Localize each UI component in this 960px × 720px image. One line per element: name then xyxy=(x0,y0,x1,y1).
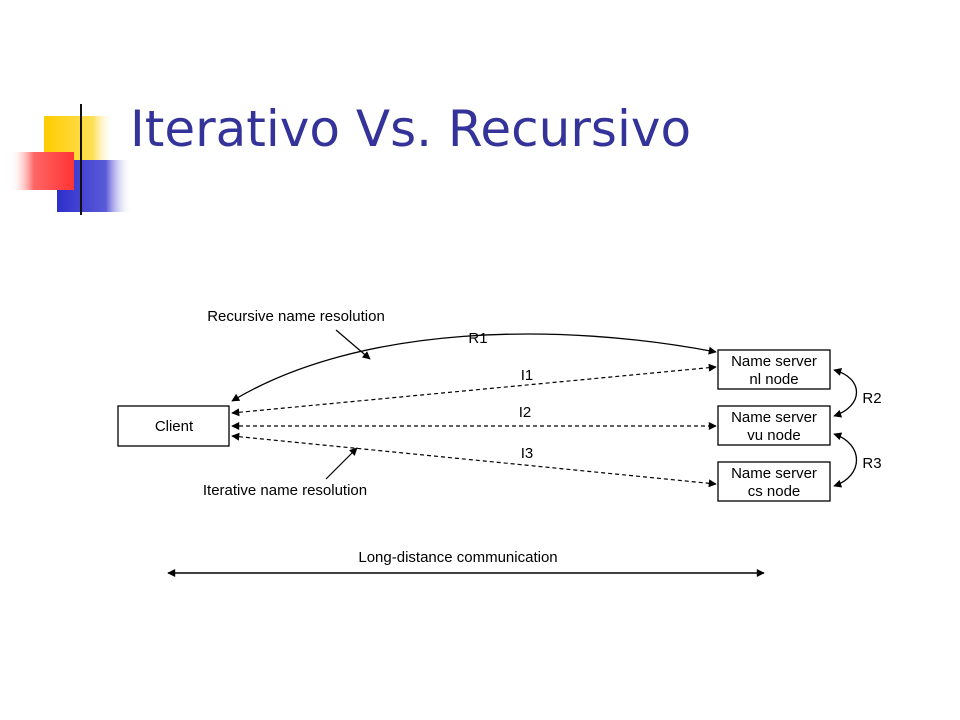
server-vu-node: Name server vu node xyxy=(717,405,831,446)
edge-r1-label: R1 xyxy=(468,330,487,347)
long-distance-annotation: Long-distance communication xyxy=(358,549,557,566)
edge-r3-recursive xyxy=(833,432,858,488)
iterative-annotation: Iterative name resolution xyxy=(203,482,367,499)
server-vu-line1: Name server xyxy=(731,409,817,426)
edge-r3-label: R3 xyxy=(862,455,881,472)
title-decoration xyxy=(12,104,870,215)
edge-i2-label: I2 xyxy=(519,404,532,421)
edge-i3-iterative xyxy=(231,432,717,488)
recursive-pointer xyxy=(335,329,371,360)
server-nl-line2: nl node xyxy=(749,371,798,388)
client-node: Client xyxy=(117,405,230,447)
recursive-annotation: Recursive name resolution xyxy=(207,308,385,325)
slide-title: Iterativo Vs. Recursivo xyxy=(130,100,692,158)
server-nl-node: Name server nl node xyxy=(717,349,831,390)
client-label: Client xyxy=(155,418,194,435)
server-cs-line1: Name server xyxy=(731,465,817,482)
edge-r2-label: R2 xyxy=(862,390,881,407)
deco-red-square xyxy=(12,152,74,190)
edge-i1-label: I1 xyxy=(521,367,534,384)
iterative-pointer xyxy=(325,447,358,480)
server-vu-line2: vu node xyxy=(747,427,800,444)
edge-i3-label: I3 xyxy=(521,445,534,462)
server-cs-node: Name server cs node xyxy=(717,461,831,502)
edge-i1-iterative xyxy=(231,363,717,417)
edge-r2-recursive xyxy=(833,367,858,418)
server-nl-line1: Name server xyxy=(731,353,817,370)
server-cs-line2: cs node xyxy=(748,483,801,500)
